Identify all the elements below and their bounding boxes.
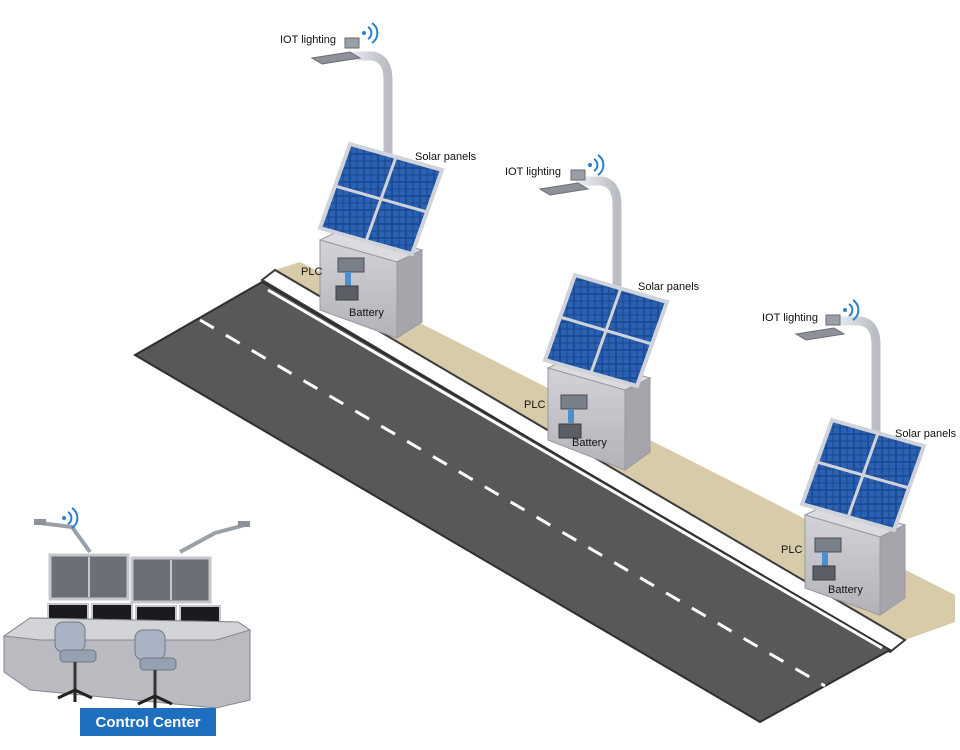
street-lamp-head	[538, 182, 590, 196]
road-edge-line	[129, 360, 758, 734]
light-pole	[833, 316, 881, 525]
battery-device	[812, 565, 836, 581]
solar-panels-label: Solar panels	[638, 281, 700, 293]
solar-panels-label: Solar panels	[895, 428, 957, 440]
street-unit-2: IOT lighting Solar panels PLC Battery	[505, 154, 700, 471]
plc-device	[560, 394, 588, 410]
plc-label: PLC	[301, 266, 322, 278]
wifi-icon	[843, 299, 860, 321]
wifi-icon	[62, 507, 79, 529]
light-pole	[345, 51, 393, 250]
battery-device	[335, 285, 359, 301]
road-edge-line-far	[267, 288, 883, 650]
battery-label: Battery	[828, 584, 863, 596]
control-center-label-bg	[80, 708, 216, 736]
iot-lighting-label: IOT lighting	[762, 312, 818, 324]
plc-label: PLC	[781, 544, 802, 556]
cabinet-side	[396, 249, 423, 339]
street-unit-3: IOT lighting Solar panels PLC Battery	[762, 299, 957, 616]
iot-lighting-label: IOT lighting	[280, 34, 336, 46]
control-center-label: Control Center	[96, 714, 201, 731]
plc-device	[814, 537, 842, 553]
street-lamp-head	[310, 51, 362, 65]
battery-device	[558, 423, 582, 439]
street-lamp-head	[794, 327, 846, 341]
monitor-arm-left	[39, 521, 92, 554]
plc-label: PLC	[524, 399, 545, 411]
street-unit-1: IOT lighting Solar panels PLC Battery	[280, 22, 477, 339]
cabinet-side	[624, 377, 651, 471]
wifi-icon	[588, 154, 605, 176]
iot-sensor	[344, 37, 360, 49]
plc-device	[337, 257, 365, 273]
iot-sensor	[825, 314, 841, 326]
battery-label: Battery	[572, 437, 607, 449]
operator-chair	[134, 629, 177, 708]
cabinet-side	[879, 524, 906, 616]
iot-sensor	[570, 169, 586, 181]
iot-lighting-label: IOT lighting	[505, 166, 561, 178]
operator-chair	[54, 621, 97, 702]
battery-label: Battery	[349, 307, 384, 319]
wifi-icon	[362, 22, 379, 44]
control-center: Control Center	[2, 507, 252, 736]
light-pole	[575, 176, 622, 385]
monitor-arm-right	[179, 523, 246, 554]
lane-marking	[199, 318, 826, 688]
solar-panels-label: Solar panels	[415, 151, 477, 163]
